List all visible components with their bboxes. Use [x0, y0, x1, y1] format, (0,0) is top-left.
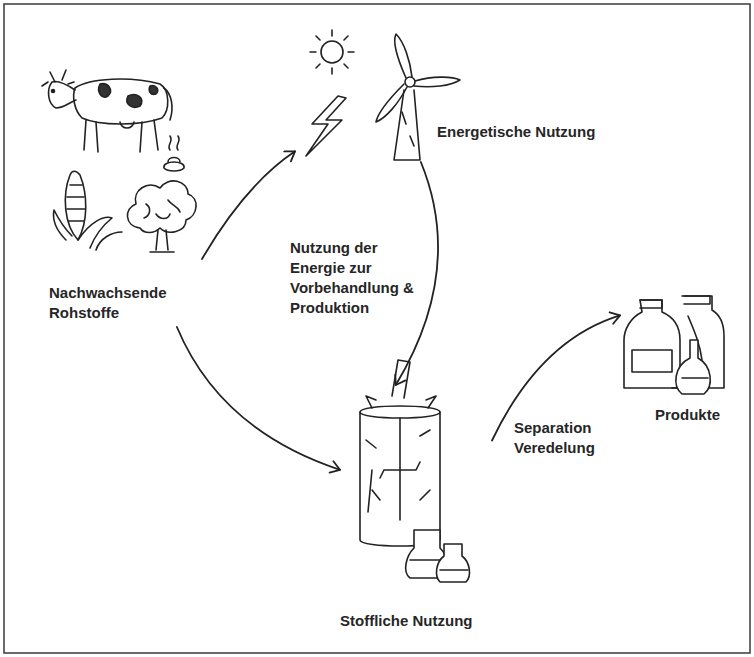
- sun-sketch: [310, 30, 354, 74]
- manure-sketch: [164, 136, 184, 171]
- frame: [4, 4, 750, 653]
- illustrated-node: Stoffliche Nutzung: [340, 385, 492, 642]
- curved-arrow: [202, 151, 295, 259]
- illustrated-node: Produkte: [620, 290, 732, 442]
- node-label: Produkte: [655, 405, 730, 425]
- edge-label: Nutzung der Energie zur Vorbehandlung & …: [288, 238, 422, 318]
- node-label: Stoffliche Nutzung: [340, 611, 490, 631]
- bottles-sketch: [624, 296, 724, 394]
- node-label: Energetische Nutzung: [437, 122, 607, 142]
- cow-sketch: [42, 70, 172, 152]
- corn-sketch: [54, 171, 123, 250]
- edge-label: Separation Veredelung: [512, 418, 608, 458]
- curved-arrow: [177, 327, 340, 470]
- illustrated-node: Nachwachsende Rohstoffe: [45, 55, 202, 327]
- node-label: Nachwachsende Rohstoffe: [49, 283, 199, 323]
- tree-sketch: [127, 181, 196, 252]
- illustrated-node: Energetische Nutzung: [295, 10, 612, 162]
- lightning-sketch: [306, 96, 346, 156]
- bioreactor-sketch: [360, 360, 469, 582]
- wind-turbine-sketch: [376, 34, 460, 160]
